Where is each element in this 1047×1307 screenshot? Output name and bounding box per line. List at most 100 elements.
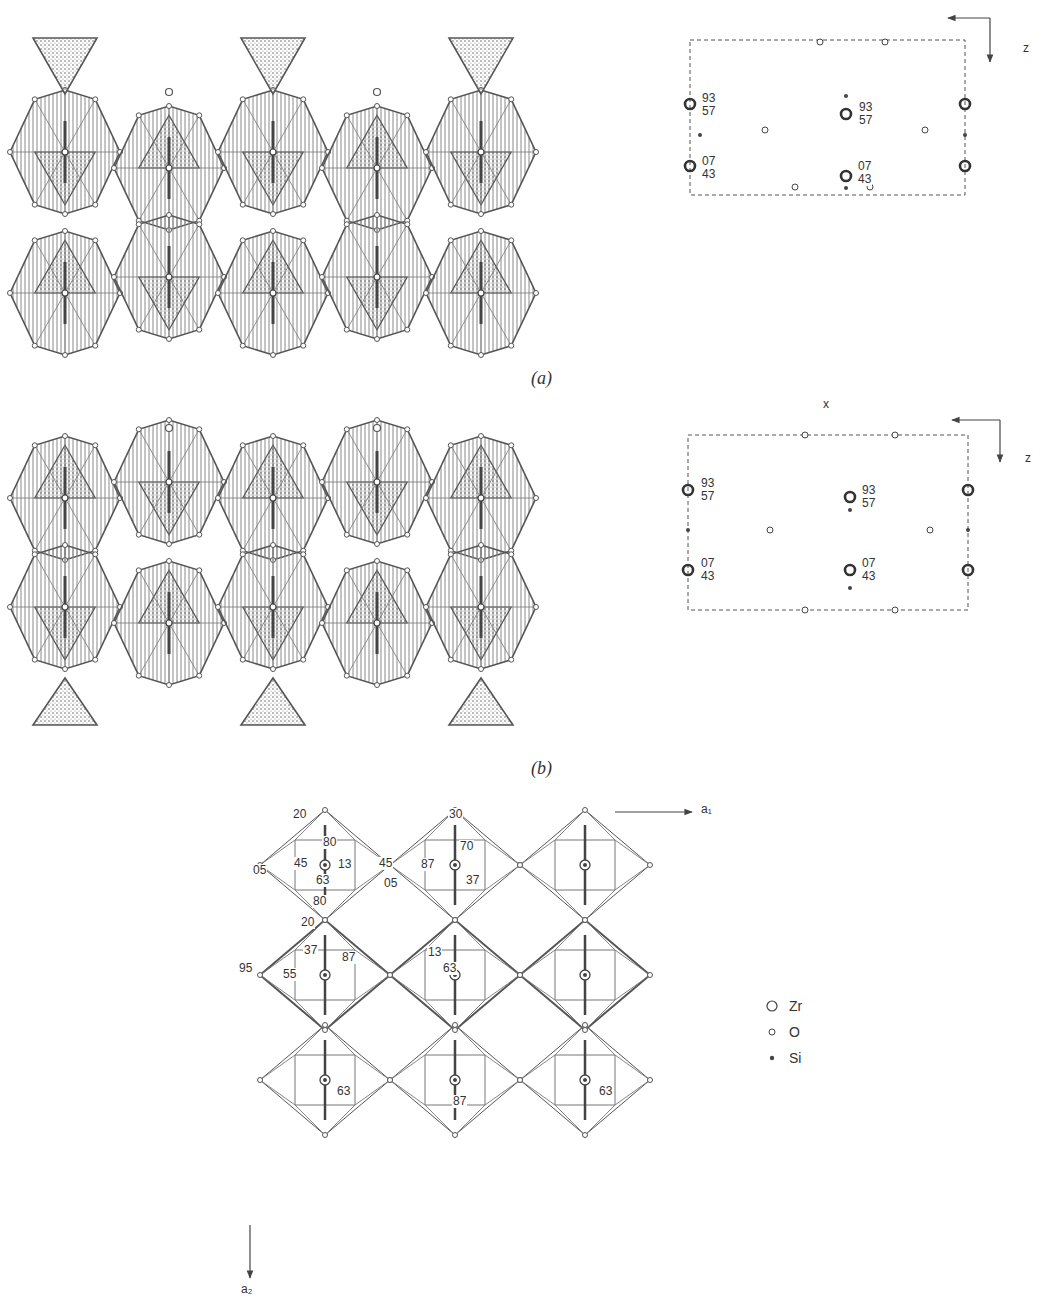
oxygen-atom bbox=[583, 1028, 588, 1033]
coordinate-label: 43 bbox=[861, 570, 876, 583]
zr-atom bbox=[960, 99, 970, 109]
edge-line bbox=[426, 293, 481, 294]
si-tetrahedron bbox=[241, 678, 305, 725]
coordinate-label: 43 bbox=[700, 570, 715, 583]
coordinate-label: 63 bbox=[336, 1085, 351, 1098]
edge-line bbox=[451, 240, 481, 293]
edge-line bbox=[169, 277, 199, 330]
bond-line bbox=[454, 1040, 457, 1120]
oxygen-atom bbox=[518, 863, 523, 868]
edge-line bbox=[520, 1055, 555, 1080]
oxygen-atom bbox=[93, 657, 98, 662]
edge-line bbox=[139, 168, 169, 221]
edge-line bbox=[169, 570, 199, 623]
oxygen-atom bbox=[767, 527, 773, 533]
si-tetrahedron bbox=[449, 678, 513, 725]
zr-dodecahedron bbox=[114, 420, 224, 544]
oxygen-atom bbox=[197, 427, 202, 432]
zr-atom bbox=[270, 290, 276, 296]
oxygen-atom bbox=[301, 238, 306, 243]
oxygen-atom bbox=[405, 532, 410, 537]
oxygen-atom bbox=[323, 1133, 328, 1138]
oxygen-atom bbox=[518, 863, 523, 868]
edge-line bbox=[455, 1105, 485, 1135]
zr-dodecahedron bbox=[426, 436, 536, 560]
oxygen-atom bbox=[344, 532, 349, 537]
edge-line bbox=[243, 152, 273, 205]
oxygen-atom bbox=[424, 291, 429, 296]
edge-line bbox=[377, 224, 407, 277]
edge-line bbox=[451, 99, 481, 152]
edge-line bbox=[322, 277, 377, 278]
oxygen-atom bbox=[136, 113, 141, 118]
zr-atom bbox=[166, 165, 172, 171]
edge-line bbox=[243, 293, 273, 346]
oxygen-atom bbox=[93, 202, 98, 207]
edge-line bbox=[65, 554, 95, 607]
edge-line bbox=[114, 168, 169, 169]
edge-line bbox=[426, 607, 481, 608]
zr-atom bbox=[270, 604, 276, 610]
oxygen-atom bbox=[374, 425, 381, 432]
coordinate-label: 93 bbox=[701, 92, 716, 105]
oxygen-atom bbox=[136, 568, 141, 573]
oxygen-atom bbox=[93, 552, 98, 557]
zr-atom bbox=[841, 171, 851, 181]
si-tetrahedron bbox=[449, 38, 513, 94]
oxygen-atom bbox=[388, 1078, 393, 1083]
edge-line bbox=[520, 975, 555, 1000]
oxygen-atom bbox=[405, 673, 410, 678]
oxygen-atom bbox=[8, 496, 13, 501]
oxygen-atom bbox=[271, 543, 276, 548]
oxygen-atom bbox=[8, 291, 13, 296]
coordinate-label: 05 bbox=[383, 877, 398, 890]
coordinate-label: 57 bbox=[701, 105, 716, 118]
si-atom bbox=[583, 863, 587, 867]
edge-line bbox=[481, 293, 536, 294]
oxygen-atom bbox=[136, 673, 141, 678]
oxygen-atom bbox=[534, 605, 539, 610]
edge-line bbox=[585, 1025, 615, 1055]
zr-atom bbox=[62, 149, 68, 155]
edge-line bbox=[555, 810, 585, 840]
oxygen-atom bbox=[892, 432, 898, 438]
oxygen-atom bbox=[534, 291, 539, 296]
edge-line bbox=[325, 1000, 355, 1030]
oxygen-atom bbox=[648, 973, 653, 978]
oxygen-atom bbox=[197, 532, 202, 537]
edge-line bbox=[425, 1025, 455, 1055]
coordinate-label: 57 bbox=[858, 114, 873, 127]
oxygen-atom bbox=[405, 222, 410, 227]
oxygen-atom bbox=[453, 918, 458, 923]
edge-line bbox=[35, 554, 65, 607]
oxygen-atom bbox=[63, 434, 68, 439]
panel-caption: (a) bbox=[530, 368, 553, 388]
si-tetrahedron bbox=[33, 678, 97, 725]
zr-dodecahedron bbox=[218, 545, 328, 669]
zr-atom bbox=[166, 274, 172, 280]
zr-atom bbox=[450, 860, 460, 870]
zr-atom bbox=[374, 479, 380, 485]
zr-atom bbox=[685, 161, 695, 171]
edge-line bbox=[481, 152, 511, 205]
si-atom bbox=[844, 94, 848, 98]
edge-line bbox=[425, 1105, 455, 1135]
legend-text: O bbox=[788, 1024, 801, 1040]
oxygen-atom bbox=[509, 443, 514, 448]
edge-line bbox=[377, 115, 407, 168]
oxygen-atom bbox=[344, 113, 349, 118]
oxygen-atom bbox=[32, 238, 37, 243]
edge-line bbox=[169, 277, 224, 278]
edge-line bbox=[481, 607, 511, 660]
edge-line bbox=[218, 152, 273, 153]
edge-line bbox=[243, 554, 273, 607]
zr-atom bbox=[450, 1075, 460, 1085]
polyhedron-outline bbox=[260, 920, 390, 1030]
edge-line bbox=[585, 1000, 615, 1030]
oxygen-atom bbox=[448, 97, 453, 102]
coordinate-label: a₁ bbox=[700, 803, 713, 816]
si-atom bbox=[963, 133, 967, 137]
edge-line bbox=[355, 950, 390, 975]
edge-line bbox=[139, 482, 169, 535]
